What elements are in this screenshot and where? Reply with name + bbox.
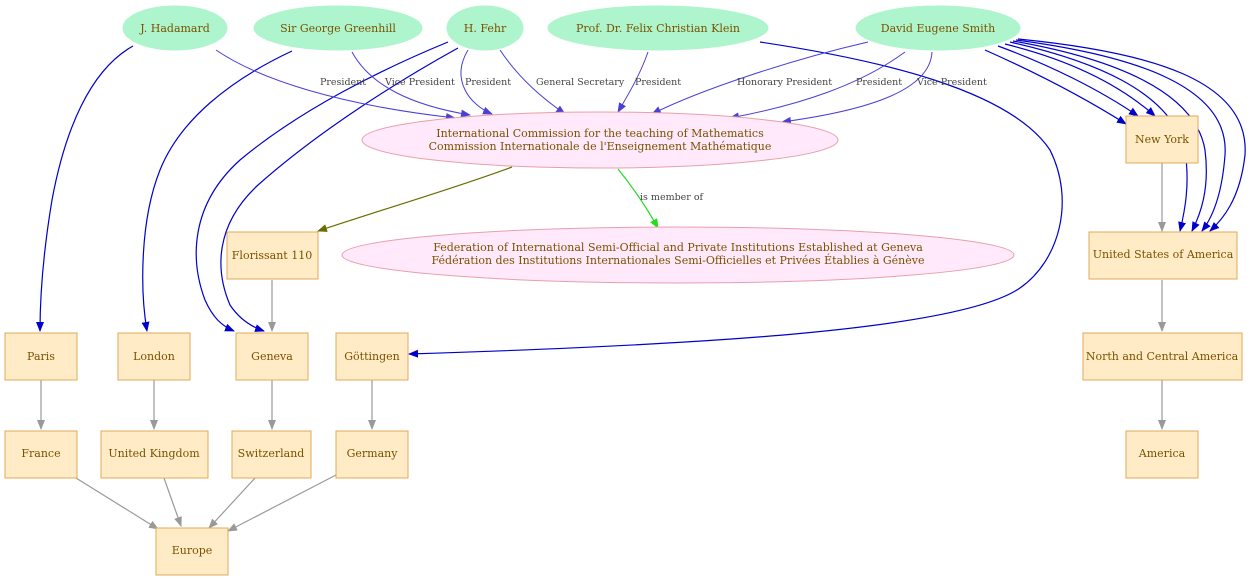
edge-hadamard-icmi <box>215 49 456 121</box>
node-gottingen[interactable]: Göttingen <box>335 332 409 381</box>
edge-smith-usa-d <box>1017 38 1246 232</box>
edge-uk-europe <box>163 477 182 527</box>
edge-smith-newyork-b <box>997 45 1139 117</box>
label-fehr-president: President <box>465 77 511 88</box>
label-member-of: is member of <box>640 192 705 203</box>
edge-smith-newyork-a <box>984 49 1127 125</box>
edge-switzerland-europe <box>208 477 256 529</box>
node-greenhill[interactable]: Sir George Greenhill <box>253 5 423 51</box>
node-label: J. Hadamard <box>139 22 210 35</box>
node-label: America <box>1138 447 1186 460</box>
edge-smith-icmi-president <box>729 51 906 121</box>
label-fehr-secretary: General Secretary <box>536 77 625 88</box>
role-edges <box>215 41 933 125</box>
edge-hadamard-paris <box>36 45 134 332</box>
edge-smith-newyork-c <box>1004 43 1156 117</box>
edge-france-europe <box>75 477 159 530</box>
label-hadamard-role: President <box>320 77 366 88</box>
node-label: Switzerland <box>238 447 305 460</box>
edge-smith-usa-c <box>1015 39 1226 232</box>
node-europe[interactable]: Europe <box>155 527 229 576</box>
node-london[interactable]: London <box>117 332 191 381</box>
node-america[interactable]: America <box>1125 430 1199 479</box>
label-smith-honorary: Honorary President <box>737 77 832 88</box>
node-icmi[interactable]: International Commission for the teachin… <box>361 111 839 169</box>
edge-klein-gottingen <box>408 41 1063 358</box>
node-label: Florissant 110 <box>232 249 312 262</box>
edge-smith-icmi-honorary <box>651 41 869 115</box>
edge-greenhill-icmi <box>351 51 471 118</box>
edge-klein-icmi <box>617 51 649 113</box>
label-smith-vice: Vice President <box>916 77 987 88</box>
node-label: Geneva <box>251 350 293 363</box>
node-hadamard[interactable]: J. Hadamard <box>122 5 228 51</box>
label-smith-president: President <box>856 77 902 88</box>
node-united-kingdom[interactable]: United Kingdom <box>100 430 209 479</box>
node-north-central-america[interactable]: North and Central America <box>1082 332 1243 381</box>
node-france[interactable]: France <box>4 430 78 479</box>
label-greenhill-role: Vice President <box>384 77 455 88</box>
node-fehr[interactable]: H. Fehr <box>446 5 524 51</box>
node-paris[interactable]: Paris <box>4 332 78 381</box>
edge-fehr-geneva-b <box>220 47 459 332</box>
edge-germany-europe <box>227 474 337 532</box>
node-usa[interactable]: United States of America <box>1088 231 1238 280</box>
edge-icmi-florissant <box>317 166 513 232</box>
edge-greenhill-london <box>141 50 293 332</box>
org-label-line-1: International Commission for the teachin… <box>436 127 764 140</box>
node-label: David Eugene Smith <box>881 22 995 35</box>
edge-fehr-icmi-secretary <box>499 49 566 115</box>
node-label: North and Central America <box>1086 350 1239 363</box>
edge-fehr-icmi-president <box>460 49 493 115</box>
edge-smith-icmi-vice <box>781 51 933 125</box>
location-edges <box>37 163 1166 532</box>
node-new-york[interactable]: New York <box>1125 115 1199 164</box>
node-label: Sir George Greenhill <box>280 22 396 35</box>
node-label: United Kingdom <box>108 447 200 460</box>
node-label: Göttingen <box>344 350 400 363</box>
org-label-line-2: Fédération des Institutions Internationa… <box>431 253 924 267</box>
edge-fehr-geneva-a <box>195 41 449 332</box>
node-label: London <box>133 350 175 363</box>
node-germany[interactable]: Germany <box>335 430 409 479</box>
org-label-line-2: Commission Internationale de l'Enseignem… <box>429 140 772 153</box>
node-smith[interactable]: David Eugene Smith <box>855 5 1021 51</box>
node-label: Paris <box>27 350 55 363</box>
node-label: Prof. Dr. Felix Christian Klein <box>576 22 740 35</box>
node-switzerland[interactable]: Switzerland <box>231 430 312 479</box>
node-label: United States of America <box>1093 248 1234 261</box>
edge-icmi-federation <box>617 168 659 229</box>
node-florissant[interactable]: Florissant 110 <box>226 231 319 280</box>
node-label: H. Fehr <box>464 22 507 35</box>
node-federation[interactable]: Federation of International Semi-Officia… <box>341 226 1015 284</box>
node-label: Germany <box>347 447 399 460</box>
edge-labels: President Vice President President Gener… <box>320 77 987 203</box>
label-klein-role: President <box>635 77 681 88</box>
node-label: France <box>21 447 60 460</box>
org-label-line-1: Federation of International Semi-Officia… <box>433 241 923 254</box>
node-label: New York <box>1135 133 1189 146</box>
residence-edges <box>36 38 1246 358</box>
node-label: Europe <box>172 544 213 557</box>
node-klein[interactable]: Prof. Dr. Felix Christian Klein <box>547 5 769 51</box>
node-geneva[interactable]: Geneva <box>235 332 309 381</box>
